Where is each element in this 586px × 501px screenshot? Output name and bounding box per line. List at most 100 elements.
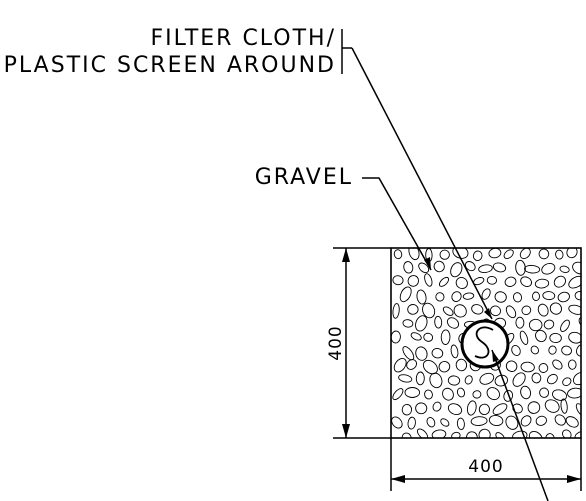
gravel-stone [455, 358, 468, 372]
gravel-stone [528, 430, 543, 438]
gravel-stone [545, 433, 555, 438]
drain-pipe [460, 319, 510, 369]
gravel-stone [424, 273, 433, 287]
gravel-stone [478, 264, 493, 274]
gravel-stone [473, 277, 485, 286]
gravel-stone [505, 360, 518, 372]
gravel-stone [432, 401, 442, 412]
gravel-stone [535, 329, 547, 343]
gravel-stone [478, 403, 490, 416]
gravel-stone [447, 403, 463, 415]
gravel-stone [426, 417, 436, 428]
gravel-stone [402, 319, 414, 328]
gravel-stone [439, 249, 450, 260]
gravel-stone [539, 387, 550, 398]
gravel-stone [447, 375, 461, 386]
gravel-stone [559, 265, 570, 273]
gravel-stone [567, 387, 581, 399]
gravel-stone [456, 417, 465, 431]
gravel-stone [440, 418, 450, 427]
gravel-stone [393, 249, 403, 260]
gravel-stone [446, 317, 460, 329]
gravel-stone [434, 315, 443, 329]
gravel-stone [423, 332, 434, 342]
gravel-stone [391, 330, 401, 344]
gravel-stone [492, 262, 507, 273]
gravel-stone [415, 346, 428, 361]
gravel-stone [450, 344, 459, 359]
gravel-stone [415, 315, 428, 332]
gravel-stone [544, 399, 560, 413]
pipe-leader-arrowhead [492, 350, 499, 362]
gravel-stone [410, 332, 422, 341]
gravel-stone [402, 346, 415, 361]
gravel-stone [537, 303, 549, 317]
gravel-leader-arrowhead [424, 257, 431, 270]
gravel-stone [543, 319, 555, 330]
gravel-stone [568, 331, 581, 344]
gravel-stone [552, 389, 567, 401]
gravel-stone [555, 249, 564, 260]
gravel-stone [407, 304, 419, 315]
gravel-stone [391, 416, 403, 429]
gravel-stone [512, 372, 526, 387]
gravel-stone [574, 290, 581, 301]
filter-label-bracket [341, 29, 352, 74]
gravel-stone [478, 428, 491, 438]
gravel-stone [488, 414, 504, 427]
gravel-stone [422, 302, 436, 319]
gravel-stone [424, 389, 433, 400]
gravel-stone [505, 415, 519, 430]
gravel-stone [393, 358, 407, 373]
gravel-stone [464, 375, 473, 385]
gravel-stone [489, 305, 502, 317]
gravel-stone [552, 359, 563, 370]
gravel-stone [554, 414, 566, 426]
gravel-stone [531, 372, 542, 384]
gravel-stone [538, 363, 549, 373]
gravel-leader-line [362, 177, 432, 271]
gravel-stone [547, 373, 558, 385]
gravel-stone [561, 345, 573, 356]
gravel-stone [548, 345, 557, 355]
gravel-stone [401, 432, 412, 438]
gravel-stone [431, 429, 447, 438]
gravel-stone [472, 390, 482, 399]
gravel-stone [572, 371, 581, 386]
gravel-stone [576, 343, 581, 357]
gravel-stone [535, 415, 547, 426]
gravel-stone [456, 387, 466, 398]
gravel-stone [568, 359, 577, 370]
gravel-stone [466, 431, 478, 438]
gravel-stone [520, 415, 532, 427]
gravel-stone [560, 319, 570, 332]
gravel-stone [521, 305, 532, 316]
gravel-stone [462, 292, 475, 300]
gravel-stone [451, 291, 462, 302]
gravel-stone [452, 248, 469, 259]
gravel-stone [527, 401, 541, 414]
height-dimension: 400 [326, 247, 391, 439]
gravel-stone [530, 345, 539, 355]
height-dimension-text: 400 [326, 325, 346, 360]
gravel-stone [575, 403, 581, 417]
gravel-stone [562, 377, 572, 387]
gravel-label: GRAVEL [255, 165, 353, 190]
filter-leader-arrowhead [484, 308, 492, 319]
gravel-stone [408, 248, 420, 261]
gravel-stone [451, 431, 461, 438]
gravel-stone [433, 260, 445, 273]
gravel-stone [455, 276, 468, 290]
gravel-stone [471, 304, 484, 315]
gravel-stone [392, 275, 404, 286]
gravel-stone [494, 291, 507, 303]
gravel-stone [416, 289, 427, 305]
gravel-stone [404, 387, 421, 398]
gravel-stone [572, 261, 581, 275]
gravel-stone [503, 249, 514, 260]
width-dimension-text: 400 [468, 457, 503, 477]
gravel-stone [442, 306, 454, 316]
gravel-stone [401, 403, 413, 416]
gravel-stone [515, 316, 525, 329]
gravel-stone [495, 432, 506, 438]
